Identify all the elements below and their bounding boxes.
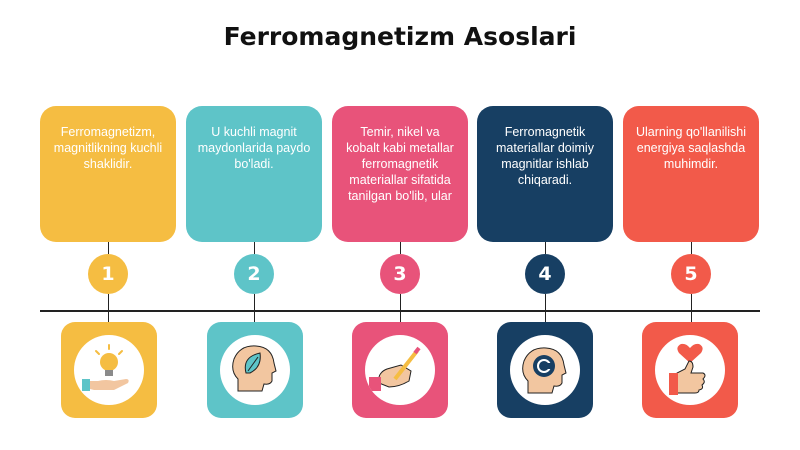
- head-leaf-icon: [232, 345, 277, 392]
- lightbulb-hand-icon: [82, 344, 129, 391]
- step-text: Ferromagnetizm, magnitlikning kuchli sha…: [53, 125, 163, 171]
- step-number-4: 4: [525, 254, 565, 294]
- icon-tile-2: [207, 322, 303, 418]
- step-text: U kuchli magnit maydonlarida paydo bo'la…: [197, 125, 311, 171]
- icon-tile-5: [642, 322, 738, 418]
- icon-tile-4: [497, 322, 593, 418]
- step-number-2: 2: [234, 254, 274, 294]
- connector-line: [691, 242, 692, 254]
- heart-thumb-icon: [669, 343, 706, 395]
- step-card-3: Temir, nikel va kobalt kabi metallar fer…: [332, 106, 468, 242]
- step-number-1: 1: [88, 254, 128, 294]
- connector-line: [545, 242, 546, 254]
- step-number-5: 5: [671, 254, 711, 294]
- connector-line: [400, 294, 401, 322]
- step-card-2: U kuchli magnit maydonlarida paydo bo'la…: [186, 106, 322, 242]
- step-number-3: 3: [380, 254, 420, 294]
- icon-tile-3: [352, 322, 448, 418]
- page-title: Ferromagnetizm Asoslari: [223, 22, 577, 51]
- connector-line: [545, 294, 546, 322]
- step-text: Temir, nikel va kobalt kabi metallar fer…: [346, 125, 454, 203]
- step-card-5: Ularning qo'llanilishi energiya saqlashd…: [623, 106, 759, 242]
- connector-line: [108, 242, 109, 254]
- step-text: Ularning qo'llanilishi energiya saqlashd…: [635, 125, 747, 171]
- step-text: Ferromagnetik materiallar doimiy magnitl…: [496, 125, 594, 187]
- connector-line: [254, 294, 255, 322]
- head-copyright-icon: [522, 347, 567, 394]
- icon-tile-1: [61, 322, 157, 418]
- hand-pencil-icon: [369, 346, 421, 391]
- connector-line: [108, 294, 109, 322]
- connector-line: [400, 242, 401, 254]
- step-card-4: Ferromagnetik materiallar doimiy magnitl…: [477, 106, 613, 242]
- timeline-line: [40, 310, 760, 312]
- step-card-1: Ferromagnetizm, magnitlikning kuchli sha…: [40, 106, 176, 242]
- connector-line: [254, 242, 255, 254]
- connector-line: [691, 294, 692, 322]
